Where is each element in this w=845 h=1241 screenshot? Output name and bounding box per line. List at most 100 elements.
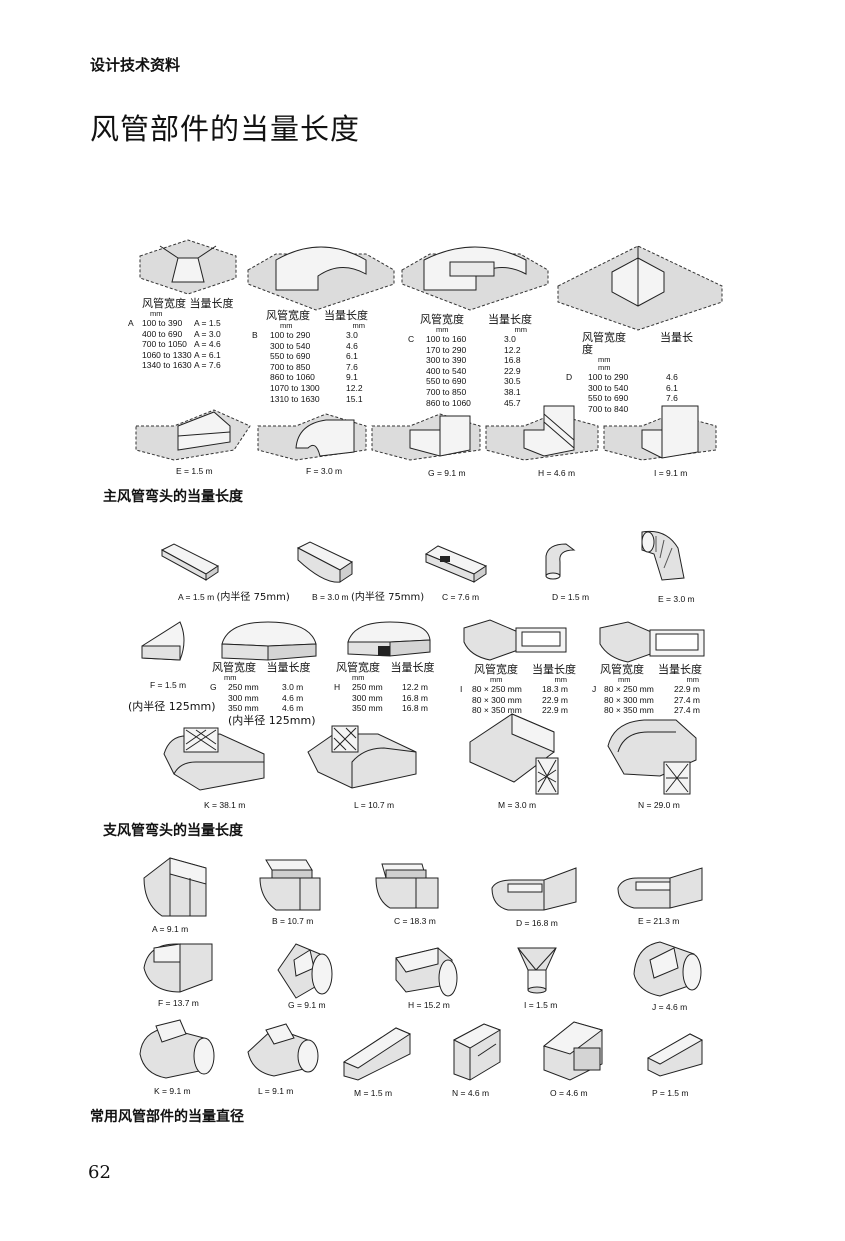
branch-elbow-k-figure (160, 718, 268, 796)
branch-label-l: L = 10.7 m (354, 800, 395, 810)
table-cell: 4.6 (666, 372, 678, 382)
fitting-j-figure (630, 936, 706, 1002)
unit-mm: mm (436, 325, 449, 334)
fitting-c-figure (372, 860, 442, 912)
branch-value-a: A = 1.5 m (178, 592, 215, 602)
unit-mm: mm (150, 309, 163, 318)
main-elbow-f-figure (256, 404, 368, 464)
table-cell: 16.8 m (402, 703, 428, 714)
branch-label-e: E = 3.0 m (658, 594, 695, 604)
table-cell: 1060 to 1330 (142, 349, 192, 360)
caption-common-fittings: 常用风管部件的当量直径 (90, 1109, 244, 1125)
table-cell: 350 mm (228, 703, 259, 714)
branch-label-f: F = 1.5 m (150, 680, 187, 690)
length-header: 当量长度 (582, 331, 693, 356)
fitting-h-figure (392, 944, 462, 1000)
width-header: 风管宽度 (142, 297, 186, 310)
table-cell: 12.2 m (402, 682, 428, 692)
table-cell: 300 mm (352, 692, 383, 703)
fitting-label-f: F = 13.7 m (158, 998, 199, 1008)
branch-elbow-e-figure (636, 528, 690, 584)
width-header: 风管宽度 (266, 309, 310, 322)
table-cell: 550 to 690 (588, 393, 629, 404)
branch-elbow-j-figure (598, 620, 708, 666)
branch-label-k: K = 38.1 m (204, 800, 246, 810)
branch-elbow-c-figure (424, 544, 488, 584)
table-cell: 7.6 (346, 361, 358, 372)
unit-mm: mm (514, 325, 528, 334)
fitting-label-c: C = 18.3 m (394, 916, 436, 926)
fitting-a-figure (140, 854, 212, 920)
fitting-l-figure (244, 1022, 322, 1080)
table-cell: 80 × 300 mm (472, 694, 522, 705)
fitting-label-j: J = 4.6 m (652, 1002, 688, 1012)
fitting-label-a: A = 9.1 m (152, 924, 189, 934)
branch-elbow-m-figure (466, 712, 560, 798)
main-label-h: H = 4.6 m (538, 468, 576, 478)
table-cell: 80 × 250 mm (604, 684, 654, 694)
fitting-label-b: B = 10.7 m (272, 916, 314, 926)
table-cell: 100 to 160 (426, 334, 467, 344)
table-letter: D (566, 372, 573, 382)
table-cell: 700 to 1050 (142, 339, 187, 350)
unit-mm: mm (280, 321, 293, 330)
table-letter: A (128, 318, 134, 328)
length-header: 当量长度 (658, 663, 702, 676)
table-cell: 3.0 (346, 330, 358, 340)
branch-elbow-n-figure (604, 712, 700, 798)
branch-label-a: A = 1.5 m (内半径 75mm) (178, 588, 290, 603)
fitting-m-figure (340, 1024, 414, 1082)
fitting-o-figure (540, 1018, 606, 1084)
fitting-e-figure (614, 866, 706, 912)
table-cell: 6.1 (666, 382, 678, 393)
table-cell: 170 to 290 (426, 344, 467, 355)
fitting-f-figure (140, 940, 216, 996)
main-elbow-h-figure (484, 400, 600, 464)
fitting-n-figure (450, 1022, 506, 1084)
branch-label-c: C = 7.6 m (442, 592, 480, 602)
fitting-p-figure (644, 1030, 706, 1080)
table-cell: 7.6 (666, 393, 678, 404)
branch-elbow-h-figure (344, 618, 434, 662)
caption-branch-elbows: 支风管弯头的当量长度 (103, 823, 243, 839)
fitting-label-o: O = 4.6 m (550, 1088, 588, 1098)
fitting-label-g: G = 9.1 m (288, 1000, 326, 1010)
table-cell: 27.4 m (674, 705, 700, 716)
unit-mm: mm (224, 673, 237, 682)
unit-mm: mm (352, 673, 365, 682)
branch-label-m: M = 3.0 m (498, 800, 537, 810)
fitting-label-k: K = 9.1 m (154, 1086, 191, 1096)
table-cell: 4.6 (346, 340, 358, 351)
fitting-d-figure (488, 866, 580, 914)
length-header: 当量长度 (390, 661, 435, 674)
width-header: 风管宽度 (420, 313, 464, 326)
table-cell: 1070 to 1300 (270, 382, 320, 393)
branch-elbow-i-figure (460, 616, 570, 664)
table-cell: 400 to 540 (426, 365, 467, 376)
table-cell: 350 mm (352, 703, 383, 714)
main-elbow-g-figure (370, 404, 482, 464)
main-label-e: E = 1.5 m (176, 466, 213, 476)
table-cell: 27.4 m (674, 694, 700, 705)
table-cell: 80 × 250 mm (472, 684, 522, 694)
